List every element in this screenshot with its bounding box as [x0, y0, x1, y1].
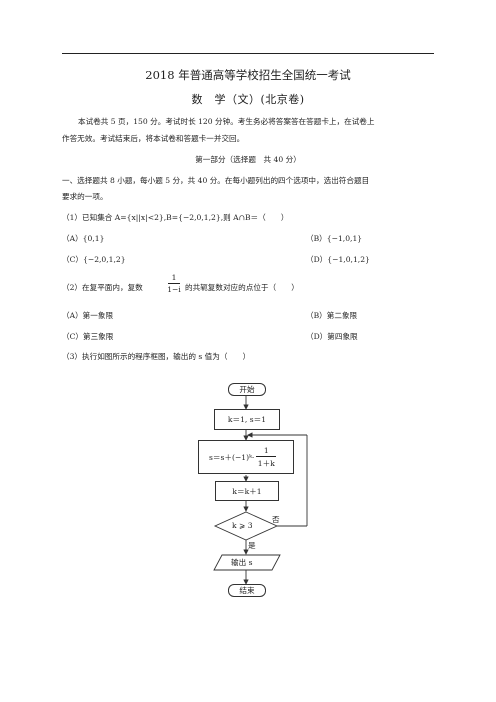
question-1-stem: （1）已知集合 A={x||x|<2},B={−2,0,1,2},则 A∩B＝（…: [62, 213, 289, 222]
question-1-option-c: （C）{−2,0,1,2}: [62, 255, 126, 264]
flowchart-output: 输出 s: [231, 558, 253, 567]
instructions-line-1: 本试卷共 5 页，150 分。考试时长 120 分钟。考生务必将答案答在答题卡上…: [78, 117, 375, 126]
flowchart-end: 结束: [228, 584, 266, 597]
question-2-option-b: （B）第二象限: [306, 311, 358, 320]
exam-title: 2018 年普通高等学校招生全国统一考试: [145, 68, 351, 82]
question-2-fraction: 1 1−i: [166, 273, 182, 294]
part1-heading: 第一部分（选择题 共 40 分）: [195, 155, 301, 164]
update-s-expression: s＝s＋(−1)ᵏ·: [209, 452, 255, 462]
update-s-fraction-bar: [256, 455, 277, 457]
flowchart-lines: [213, 395, 308, 585]
question-2-option-d: （D）第四象限: [306, 332, 358, 341]
fraction-denominator: 1−i: [167, 285, 181, 294]
flowchart-update-s: s＝s＋(−1)ᵏ· 1 1＋k: [198, 440, 294, 474]
flowchart-yes-label: 是: [248, 541, 256, 550]
update-s-fraction: 1 1＋k: [256, 445, 277, 469]
part1-intro-line-2: 要求的一项。: [62, 192, 108, 201]
instructions-line-2: 作答无效。考试结束后，将本试卷和答题卡一并交回。: [62, 134, 245, 143]
fraction-bar: [168, 283, 180, 284]
flowchart-increment: k＝k＋1: [215, 481, 279, 501]
flowchart-condition: k ⩾ 3: [232, 521, 253, 530]
update-s-denominator: 1＋k: [257, 458, 275, 468]
question-2-stem-post: 的共轭复数对应的点位于（ ）: [185, 283, 299, 292]
flowchart-init: k＝1, s＝1: [214, 409, 280, 430]
header-rule: [62, 53, 434, 54]
question-1-option-b: （B）{−1,0,1}: [306, 234, 363, 243]
flowchart-start: 开始: [228, 383, 266, 396]
update-s-numerator: 1: [263, 445, 269, 455]
question-2-option-c: （C）第三象限: [62, 332, 114, 341]
question-2-stem-pre: （2）在复平面内，复数: [62, 283, 143, 292]
fraction-numerator: 1: [171, 273, 177, 282]
question-2-option-a: （A）第一象限: [62, 311, 114, 320]
exam-subtitle: 数 学（文）(北京卷): [191, 93, 305, 106]
part1-intro-line-1: 一、选择题共 8 小题，每小题 5 分，共 40 分。在每小题列出的四个选项中，…: [62, 176, 370, 185]
flowchart-no-label: 否: [272, 515, 280, 524]
question-3-stem: （3）执行如图所示的程序框图，输出的 s 值为（ ）: [62, 352, 251, 361]
question-1-option-d: （D）{−1,0,1,2}: [306, 255, 370, 264]
question-1-option-a: （A）{0,1}: [62, 234, 105, 243]
